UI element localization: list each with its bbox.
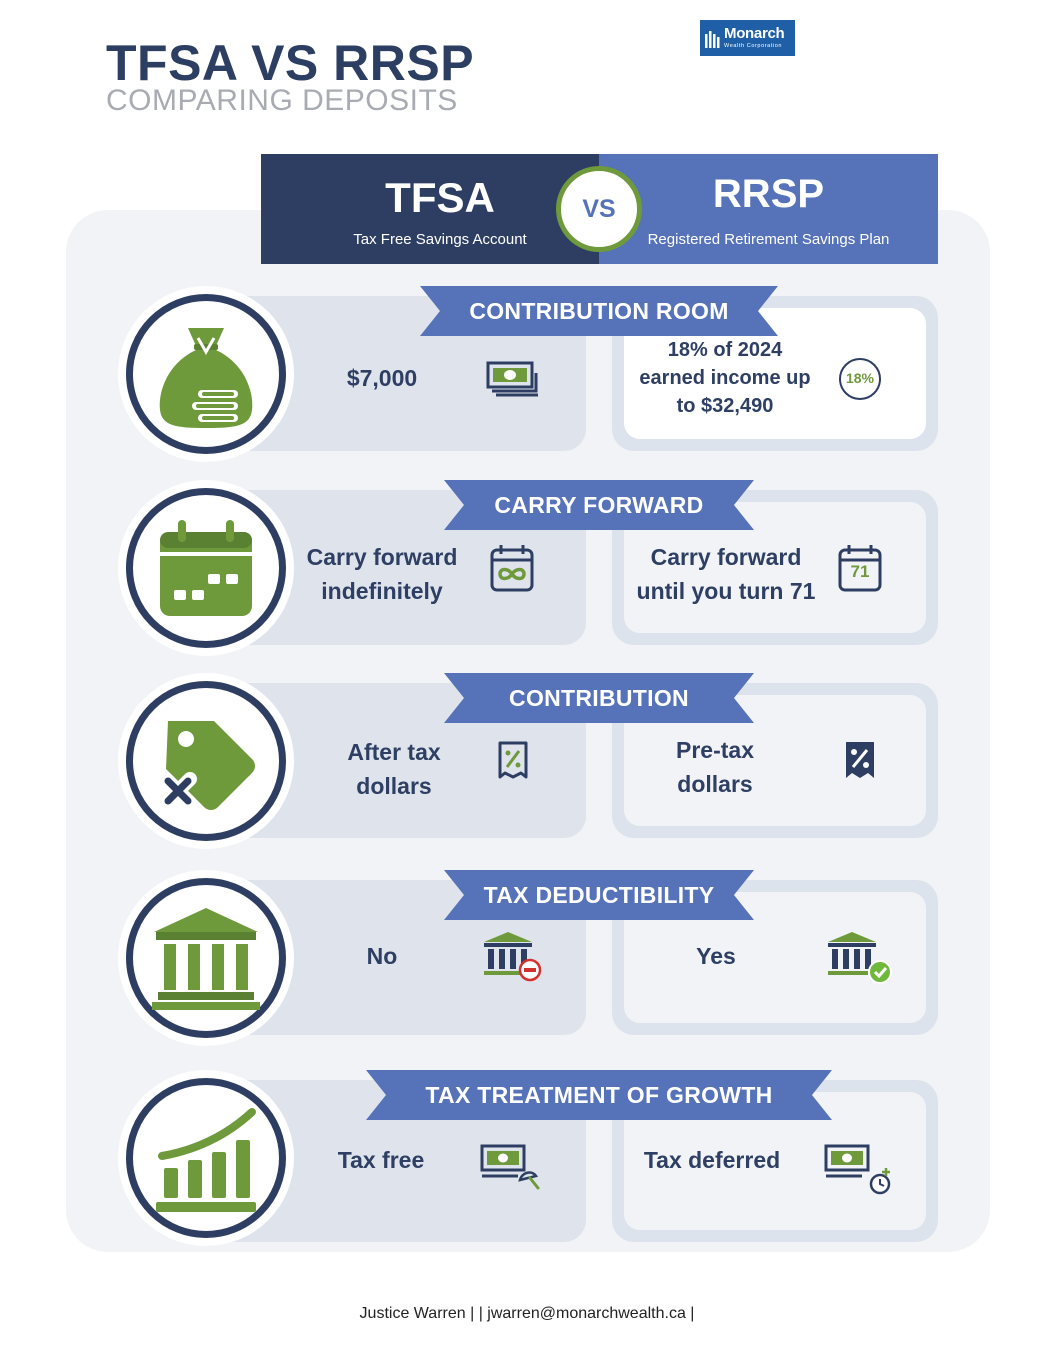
rrsp-value-line2: until you turn 71	[636, 578, 816, 604]
category-icon-circle	[118, 480, 294, 656]
category-ribbon: CONTRIBUTION ROOM	[420, 286, 778, 336]
row-tax-deductibility: TAX DEDUCTIBILITY No Yes	[0, 870, 1054, 1046]
rrsp-value: 18% of 2024 earned income up to $32,490	[628, 336, 822, 420]
logo-subtitle: Wealth Corporation	[724, 43, 783, 49]
tfsa-value: Tax free	[337, 1147, 425, 1173]
category-ribbon: TAX TREATMENT OF GROWTH	[366, 1070, 832, 1120]
tfsa-value-line2: dollars	[356, 773, 432, 799]
category-icon-circle	[118, 673, 294, 849]
category-ribbon: CARRY FORWARD	[444, 480, 754, 530]
rrsp-value-line2: dollars	[677, 771, 753, 797]
tfsa-value: After tax dollars	[314, 735, 474, 803]
page-title: TFSA VS RRSP	[106, 35, 475, 91]
category-label: CONTRIBUTION ROOM	[469, 298, 729, 324]
rrsp-value-line2: earned income up	[639, 367, 811, 389]
row-tax-treatment-of-growth: TAX TREATMENT OF GROWTH Tax free Tax def…	[0, 1070, 1054, 1246]
calendar-71-icon: 71	[832, 540, 888, 596]
rrsp-subtitle: Registered Retirement Savings Plan	[647, 231, 890, 248]
receipt-percent-solid-icon	[846, 742, 874, 778]
cash-clock-icon	[824, 1144, 891, 1195]
tfsa-value: Carry forward indefinitely	[294, 540, 470, 608]
money-bag-icon	[159, 328, 253, 428]
bank-minus-icon	[484, 932, 542, 982]
rrsp-value: Tax deferred	[643, 1147, 781, 1173]
rrsp-title: RRSP	[712, 172, 825, 216]
footer-contact: Justice Warren | | jwarren@monarchwealth…	[359, 1305, 695, 1322]
calendar-number: 71	[850, 562, 870, 581]
tfsa-value-line1: After tax	[347, 739, 441, 765]
rrsp-header: RRSP Registered Retirement Savings Plan	[599, 154, 938, 264]
page-subtitle: COMPARING DEPOSITS	[106, 84, 458, 117]
category-label: CARRY FORWARD	[494, 492, 704, 518]
row-contribution: CONTRIBUTION After tax dollars Pre-tax d…	[0, 673, 1054, 849]
rrsp-value-line1: 18% of 2024	[667, 339, 783, 361]
row-contribution-room: CONTRIBUTION ROOM $7,000 18% of 2024 ear…	[0, 286, 1054, 462]
calendar-infinity-icon	[490, 545, 534, 592]
tfsa-value: No	[366, 943, 398, 969]
category-label: TAX TREATMENT OF GROWTH	[425, 1082, 773, 1108]
percent-badge-icon: 18%	[839, 358, 881, 400]
tfsa-title: TFSA	[385, 174, 495, 221]
bank-building-icon	[152, 908, 260, 1010]
category-icon-circle	[118, 1070, 294, 1246]
category-label: TAX DEDUCTIBILITY	[483, 882, 715, 908]
bank-check-icon	[828, 932, 892, 984]
category-label: CONTRIBUTION	[509, 685, 689, 711]
tfsa-header: TFSA Tax Free Savings Account	[261, 154, 599, 264]
rrsp-value-line1: Carry forward	[650, 544, 802, 570]
logo-mark-icon	[705, 31, 720, 48]
category-ribbon: TAX DEDUCTIBILITY	[444, 870, 754, 920]
logo-name: Monarch	[724, 25, 785, 42]
rrsp-card	[612, 683, 938, 838]
tfsa-value-line1: Carry forward	[306, 544, 458, 570]
cash-stack-icon	[486, 361, 538, 397]
tag-remove-icon	[159, 721, 255, 810]
tfsa-value: $7,000	[346, 365, 418, 391]
receipt-percent-outline-icon	[498, 741, 528, 779]
rrsp-value: Pre-tax dollars	[628, 733, 802, 801]
tfsa-value-line2: indefinitely	[321, 578, 443, 604]
calendar-icon	[160, 520, 252, 616]
category-icon-circle	[118, 286, 294, 462]
rrsp-value: Yes	[696, 943, 736, 969]
rrsp-card	[612, 296, 938, 451]
rrsp-value-line3: to $32,490	[676, 395, 774, 417]
rrsp-value-line1: Pre-tax	[676, 737, 754, 763]
monarch-logo[interactable]: Monarch Wealth Corporation	[700, 20, 795, 56]
growth-chart-icon	[156, 1108, 256, 1212]
cash-umbrella-icon	[480, 1144, 540, 1190]
tfsa-subtitle: Tax Free Savings Account	[353, 231, 527, 248]
rrsp-value: Carry forward until you turn 71	[626, 540, 826, 608]
vs-badge: VS	[556, 166, 642, 252]
category-ribbon: CONTRIBUTION	[444, 673, 754, 723]
row-carry-forward: CARRY FORWARD Carry forward indefinitely…	[0, 480, 1054, 656]
category-icon-circle	[118, 870, 294, 1046]
